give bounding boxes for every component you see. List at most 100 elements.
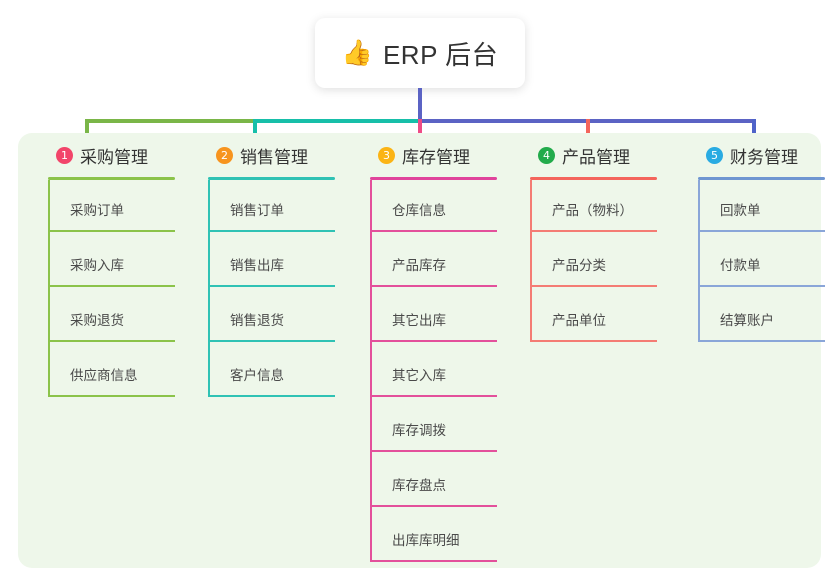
column-header[interactable]: 1 采购管理 (48, 133, 208, 177)
list-item-rule (370, 505, 497, 507)
module-column-product: 4 产品管理 产品（物料） 产品分类 产品单位 (530, 133, 690, 342)
list-item-rule (530, 340, 657, 342)
column-header[interactable]: 5 财务管理 (698, 133, 839, 177)
list-item[interactable]: 回款单 (698, 199, 825, 233)
list-item[interactable]: 库存盘点 (370, 474, 497, 508)
module-column-sales: 2 销售管理 销售订单 销售出库 销售退货 客户信息 (208, 133, 368, 397)
list-item-label: 库存调拨 (392, 423, 446, 438)
column-header[interactable]: 2 销售管理 (208, 133, 368, 177)
list-item[interactable]: 仓库信息 (370, 199, 497, 233)
column-badge: 4 (538, 146, 555, 164)
column-badge: 3 (378, 146, 395, 164)
column-badge: 5 (706, 146, 723, 164)
list-item-rule (208, 230, 335, 232)
list-item-label: 销售订单 (230, 203, 284, 218)
list-item-rule (530, 230, 657, 232)
list-item-rule (208, 395, 335, 397)
list-item-label: 仓库信息 (392, 203, 446, 218)
list-item-label: 产品库存 (392, 258, 446, 273)
list-item-label: 结算账户 (720, 313, 774, 328)
list-item[interactable]: 采购入库 (48, 254, 175, 288)
list-item-rule (530, 285, 657, 287)
list-item-rule (48, 340, 175, 342)
list-item[interactable]: 其它出库 (370, 309, 497, 343)
list-item-rule (698, 285, 825, 287)
column-rule (48, 177, 175, 180)
list-item-label: 库存盘点 (392, 478, 446, 493)
connector-bar-teal (255, 119, 420, 123)
list-item[interactable]: 销售出库 (208, 254, 335, 288)
list-item[interactable]: 出库库明细 (370, 529, 497, 563)
list-item-rule (208, 340, 335, 342)
root-node[interactable]: 👍 ERP 后台 (315, 18, 525, 88)
list-item-rule (370, 395, 497, 397)
list-item[interactable]: 产品（物料） (530, 199, 657, 233)
thumbs-up-icon: 👍 (341, 38, 373, 67)
list-item[interactable]: 产品单位 (530, 309, 657, 343)
list-item[interactable]: 采购退货 (48, 309, 175, 343)
list-item[interactable]: 销售订单 (208, 199, 335, 233)
list-item-rule (698, 340, 825, 342)
list-item[interactable]: 客户信息 (208, 364, 335, 398)
root-title: ERP 后台 (382, 39, 499, 70)
list-item-label: 采购入库 (70, 258, 124, 273)
list-item-rule (370, 230, 497, 232)
column-spine (208, 180, 210, 397)
list-item[interactable]: 产品分类 (530, 254, 657, 288)
list-item-label: 销售退货 (230, 313, 284, 328)
module-column-inventory: 3 库存管理 仓库信息 产品库存 其它出库 其它入库 库存调拨 (370, 133, 530, 562)
list-item-label: 付款单 (720, 258, 761, 273)
list-item-rule (370, 285, 497, 287)
column-header[interactable]: 3 库存管理 (370, 133, 530, 177)
list-item[interactable]: 销售退货 (208, 309, 335, 343)
list-item[interactable]: 结算账户 (698, 309, 825, 343)
root-stem-connector (418, 88, 422, 121)
list-item[interactable]: 采购订单 (48, 199, 175, 233)
list-item-rule (48, 230, 175, 232)
column-badge: 1 (56, 146, 73, 164)
column-rule (370, 177, 497, 180)
list-item-rule (370, 340, 497, 342)
column-title: 销售管理 (240, 147, 308, 167)
column-rule (698, 177, 825, 180)
list-item[interactable]: 其它入库 (370, 364, 497, 398)
list-item-label: 回款单 (720, 203, 761, 218)
list-item-label: 产品单位 (552, 313, 606, 328)
list-item-rule (370, 450, 497, 452)
column-title: 产品管理 (562, 147, 630, 167)
list-item[interactable]: 产品库存 (370, 254, 497, 288)
column-spine (530, 180, 532, 342)
list-item-label: 采购订单 (70, 203, 124, 218)
list-item-label: 产品（物料） (552, 203, 633, 218)
list-item-label: 出库库明细 (392, 533, 460, 548)
list-item-rule (698, 230, 825, 232)
list-item-label: 客户信息 (230, 368, 284, 383)
module-column-purchasing: 1 采购管理 采购订单 采购入库 采购退货 供应商信息 (48, 133, 208, 397)
list-item-label: 销售出库 (230, 258, 284, 273)
list-item-label: 其它出库 (392, 313, 446, 328)
module-column-finance: 5 财务管理 回款单 付款单 结算账户 (698, 133, 839, 342)
column-badge: 2 (216, 146, 233, 164)
list-item-rule (208, 285, 335, 287)
column-rule (208, 177, 335, 180)
list-item-label: 采购退货 (70, 313, 124, 328)
list-item-label: 其它入库 (392, 368, 446, 383)
list-item[interactable]: 供应商信息 (48, 364, 175, 398)
column-title: 库存管理 (402, 147, 470, 167)
list-item-label: 供应商信息 (70, 368, 138, 383)
column-title: 财务管理 (730, 147, 798, 167)
column-rule (530, 177, 657, 180)
list-item-rule (48, 395, 175, 397)
list-item-rule (370, 560, 497, 562)
list-item[interactable]: 付款单 (698, 254, 825, 288)
column-header[interactable]: 4 产品管理 (530, 133, 690, 177)
modules-panel: 1 采购管理 采购订单 采购入库 采购退货 供应商信息 (18, 133, 825, 568)
column-spine (48, 180, 50, 397)
column-title: 采购管理 (80, 147, 148, 167)
connector-bar-green (85, 119, 255, 123)
list-item[interactable]: 库存调拨 (370, 419, 497, 453)
list-item-label: 产品分类 (552, 258, 606, 273)
column-spine (698, 180, 700, 342)
column-spine (370, 180, 372, 562)
